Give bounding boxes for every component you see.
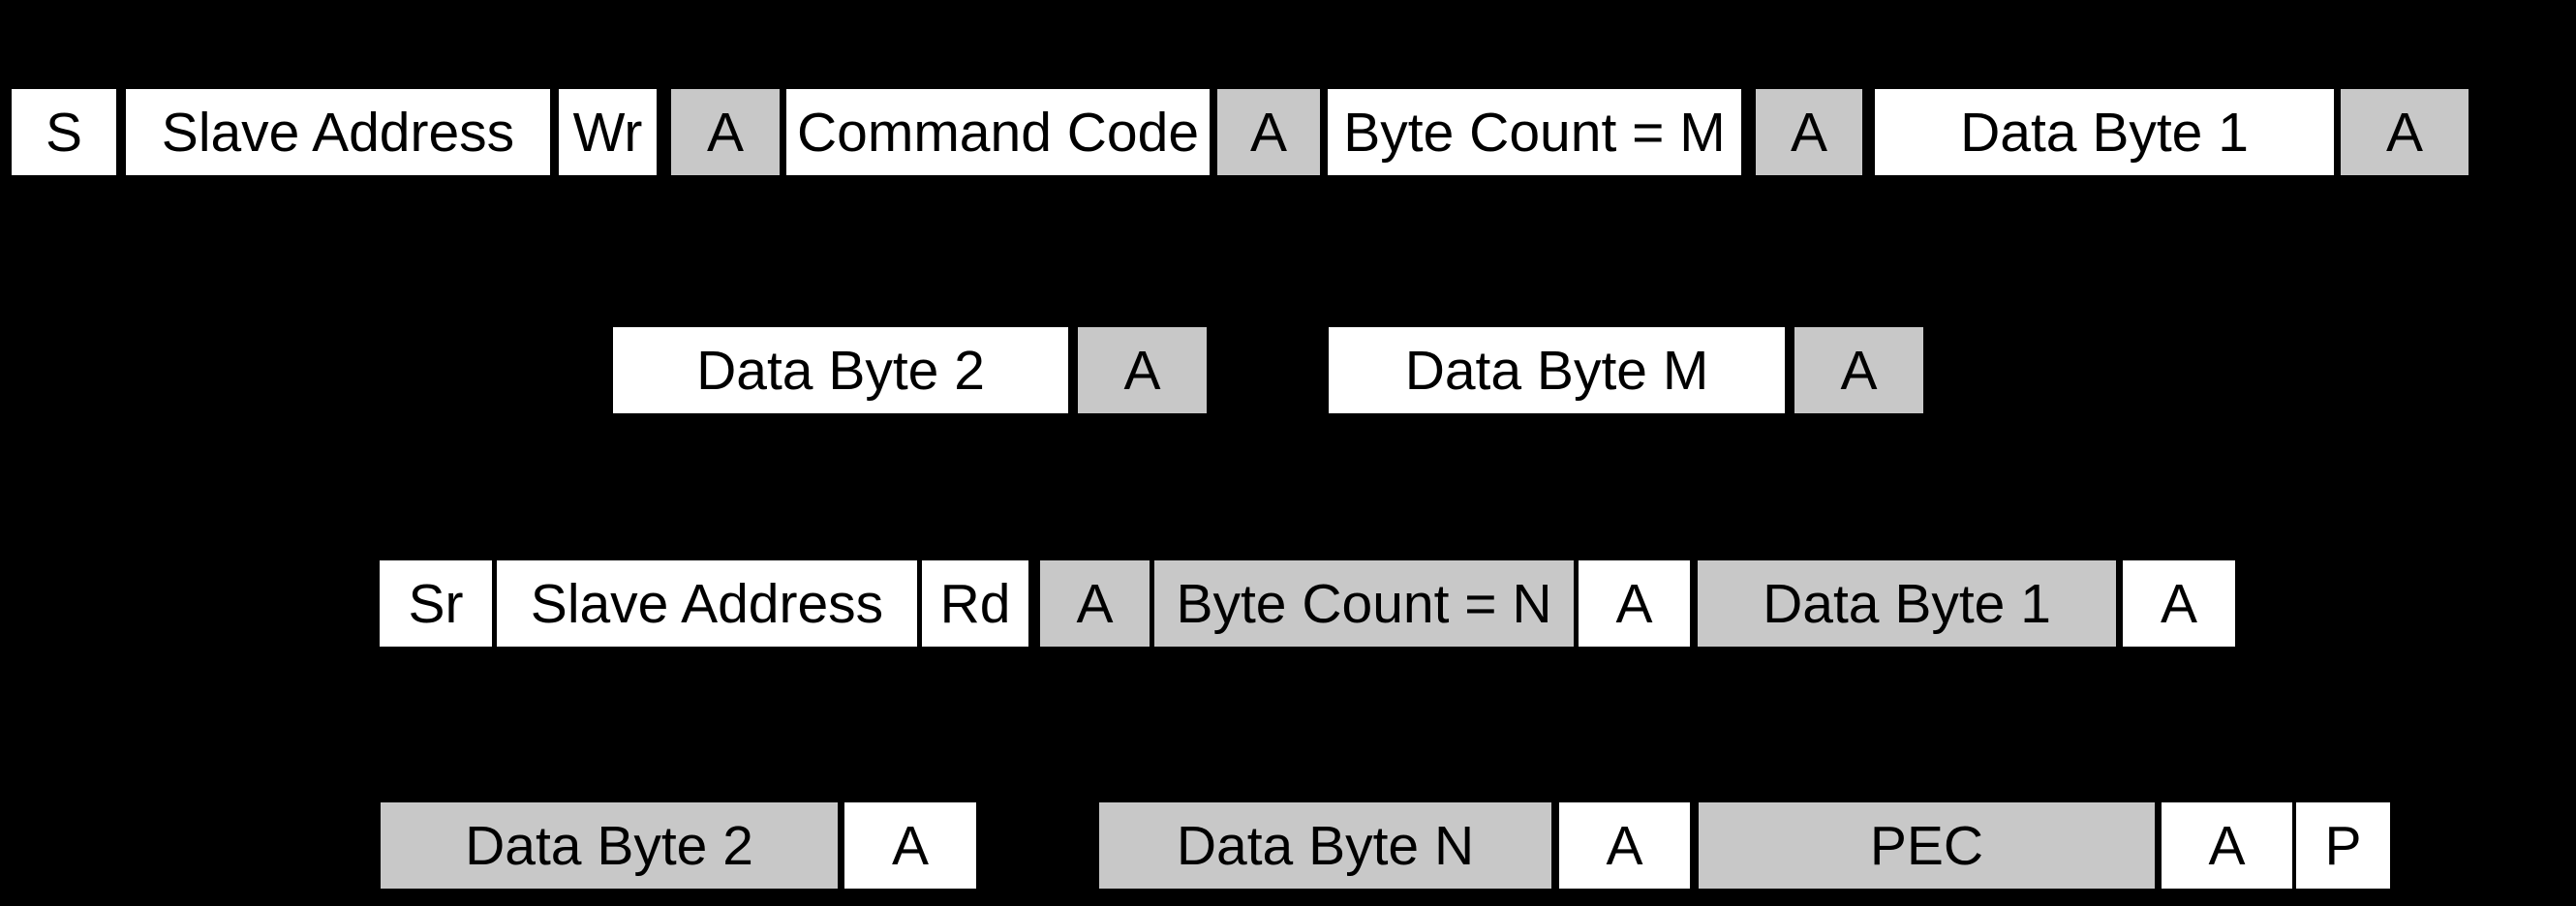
data-byte-m-box: Data Byte M (1329, 327, 1785, 413)
ack-box: A (1756, 89, 1862, 175)
data-byte-2-box: Data Byte 2 (613, 327, 1068, 413)
ack-box: A (1794, 327, 1923, 413)
ack-box: A (2162, 802, 2292, 889)
slave-address-box: Slave Address (497, 560, 917, 647)
repeated-start-box: Sr (380, 560, 492, 647)
ack-box: A (2341, 89, 2469, 175)
start-condition-box: S (12, 89, 116, 175)
slave-address-box: Slave Address (126, 89, 550, 175)
ack-box: A (2123, 560, 2235, 647)
ack-box: A (844, 802, 976, 889)
ack-box: A (1559, 802, 1690, 889)
read-bit-box: Rd (922, 560, 1028, 647)
ack-box: A (1078, 327, 1207, 413)
ack-box: A (1040, 560, 1150, 647)
byte-count-n-box: Byte Count = N (1154, 560, 1574, 647)
ack-box: A (1579, 560, 1690, 647)
stop-condition-box: P (2296, 802, 2390, 889)
ack-box: A (1217, 89, 1320, 175)
data-byte-1-box: Data Byte 1 (1875, 89, 2334, 175)
ack-box: A (671, 89, 780, 175)
data-byte-1-box: Data Byte 1 (1698, 560, 2116, 647)
command-code-box: Command Code (786, 89, 1210, 175)
data-byte-2-box: Data Byte 2 (381, 802, 838, 889)
data-byte-n-box: Data Byte N (1099, 802, 1551, 889)
pec-box: PEC (1699, 802, 2155, 889)
byte-count-m-box: Byte Count = M (1328, 89, 1741, 175)
write-bit-box: Wr (559, 89, 657, 175)
